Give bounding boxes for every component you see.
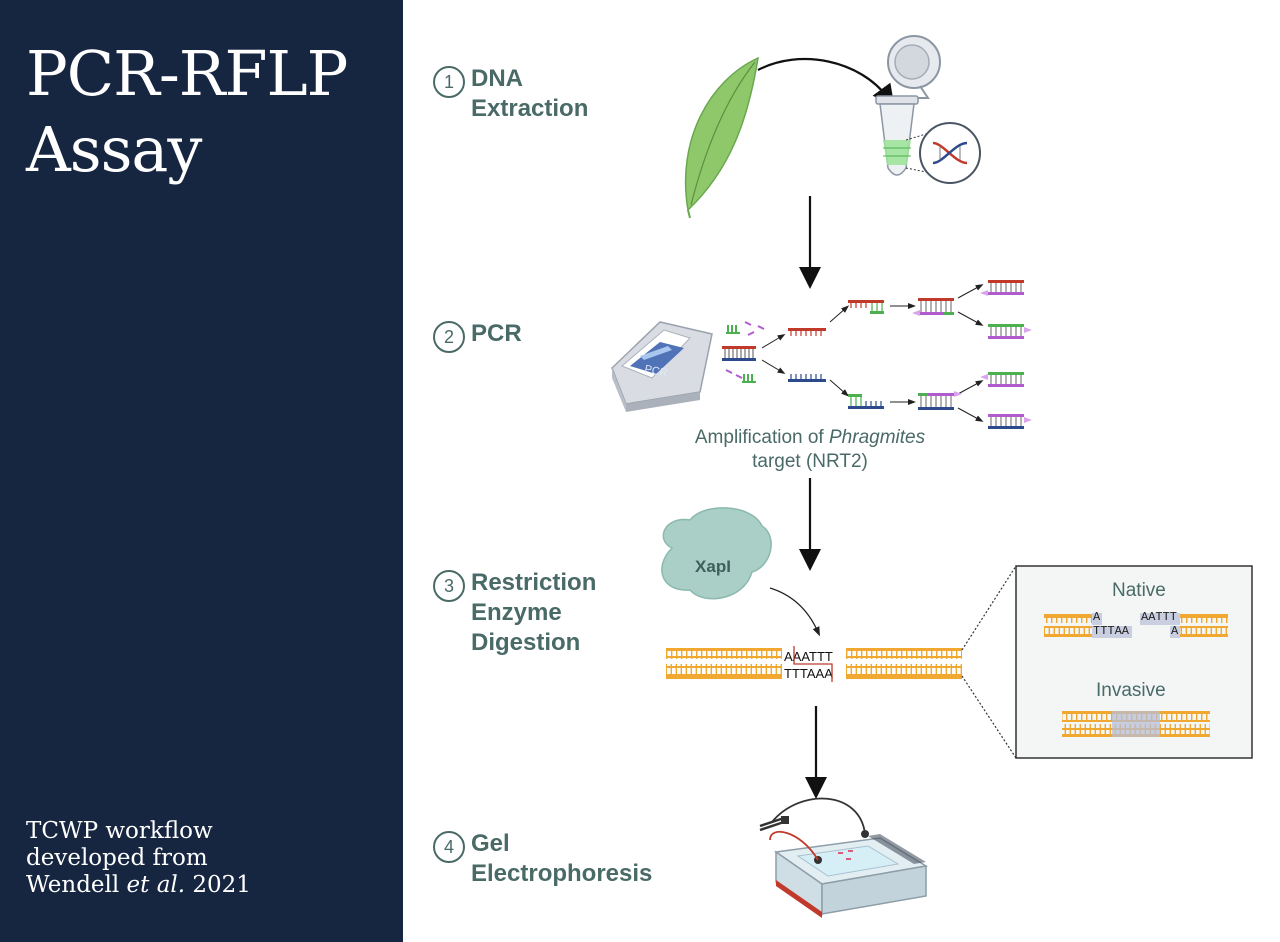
step-4: 4 Gel Electrophoresis xyxy=(433,830,653,889)
pcr-blue-strand xyxy=(788,374,826,382)
step-4-label: Gel Electrophoresis xyxy=(471,830,653,887)
step-4-number: 4 xyxy=(433,831,465,863)
native-right-bottom-seq: A xyxy=(1171,624,1179,638)
step-1: 1 DNA Extraction xyxy=(433,65,589,124)
gel-electrophoresis-icon xyxy=(759,797,929,918)
site-bottom-sequence: TTTAAA xyxy=(784,666,833,681)
pcr-caption-species: Phragmites xyxy=(829,427,926,448)
title-line-1: PCR-RFLP xyxy=(26,37,348,110)
credit-year: 2021 xyxy=(185,872,251,898)
pcr-product-2 xyxy=(988,324,1032,339)
pcr-red-strand xyxy=(788,328,826,336)
leaf-to-tube-arrow xyxy=(757,58,895,107)
credit-author: Wendell xyxy=(26,872,127,898)
credit-text: TCWP workflow developed from Wendell et … xyxy=(26,818,251,899)
native-left-top-seq: A xyxy=(1093,610,1101,624)
pcr-product-1 xyxy=(980,280,1024,296)
page-title: PCR-RFLP Assay xyxy=(26,36,348,188)
credit-line-2: developed from xyxy=(26,845,208,871)
pcr-caption-line-2: target (NRT2) xyxy=(752,451,868,472)
pcr-machine-label: PCR xyxy=(643,363,668,380)
credit-et-al: et al. xyxy=(126,872,186,898)
credit-line-1: TCWP workflow xyxy=(26,818,213,844)
native-label: Native xyxy=(1112,580,1166,601)
digestion-inset xyxy=(1015,565,1253,759)
native-left-bottom-seq: TTTAA xyxy=(1093,624,1130,638)
sidebar: PCR-RFLP Assay TCWP workflow developed f… xyxy=(0,0,403,942)
dna-helix-icon xyxy=(919,122,981,184)
step-2-label: PCR xyxy=(471,320,522,347)
enzyme-to-site-arrow xyxy=(769,587,820,637)
pcr-extended-blue xyxy=(918,391,962,410)
step-3-number: 3 xyxy=(433,570,465,602)
workflow-diagram: PCR xyxy=(611,35,1253,918)
pcr-extended-red xyxy=(912,298,954,316)
pcr-product-3 xyxy=(980,372,1024,387)
pcr-caption-prefix: Amplification of xyxy=(694,427,829,448)
credit-line-3: Wendell et al. 2021 xyxy=(26,872,251,899)
step-2: 2 PCR xyxy=(433,320,522,353)
pcr-annealed-red xyxy=(848,300,884,314)
invasive-fragment xyxy=(1062,711,1210,737)
native-fragments xyxy=(1044,613,1228,638)
pcr-branch-arrows xyxy=(761,284,984,422)
microtube-icon xyxy=(875,35,941,176)
pcr-machine-icon: PCR xyxy=(611,321,713,412)
title-line-2: Assay xyxy=(26,113,202,186)
enzyme-icon: XapI xyxy=(661,507,772,600)
native-right-top-seq: AATTT xyxy=(1141,610,1178,624)
leaf-icon xyxy=(684,56,759,219)
step-3-label: Restriction Enzyme Digestion xyxy=(471,569,597,656)
step-1-number: 1 xyxy=(433,66,465,98)
step-1-label: DNA Extraction xyxy=(471,65,589,122)
site-top-sequence: AAATTT xyxy=(784,649,833,664)
pcr-caption-line-1: Amplification of Phragmites xyxy=(640,426,980,450)
step-3: 3 Restriction Enzyme Digestion xyxy=(433,569,597,658)
primers-icon xyxy=(725,321,765,383)
target-dna-with-site: AAATTT TTTAAA xyxy=(666,646,962,682)
pcr-product-4 xyxy=(988,414,1032,429)
template-dna-icon xyxy=(722,346,756,361)
step-2-number: 2 xyxy=(433,321,465,353)
pcr-annealed-blue xyxy=(848,394,884,409)
invasive-label: Invasive xyxy=(1096,680,1166,701)
pcr-caption: Amplification of Phragmites target (NRT2… xyxy=(640,426,980,474)
enzyme-label: XapI xyxy=(695,557,731,576)
